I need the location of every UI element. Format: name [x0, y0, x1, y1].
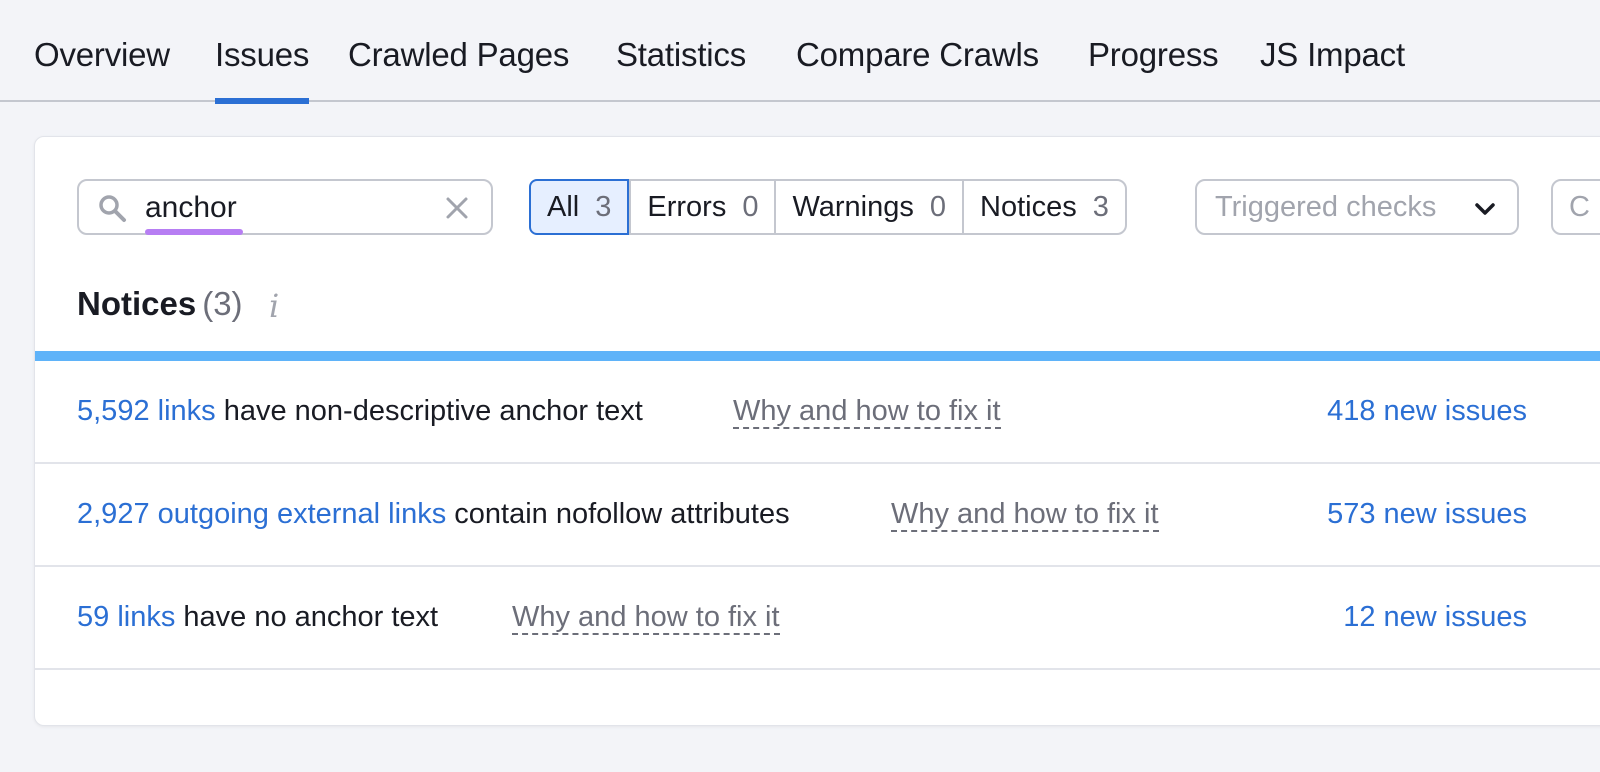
new-issues-link[interactable]: 12 new issues	[1343, 601, 1527, 633]
issues-card: anchor All 3 Errors 0 Warnings 0 Notices…	[34, 136, 1600, 726]
search-value[interactable]: anchor	[145, 191, 237, 224]
tab-js-impact[interactable]: JS Impact	[1260, 36, 1405, 73]
severity-filter: All 3 Errors 0 Warnings 0 Notices 3	[529, 179, 1127, 235]
search-input[interactable]: anchor	[77, 179, 493, 235]
filter-warnings[interactable]: Warnings 0	[774, 181, 962, 233]
section-count: (3)	[202, 285, 243, 322]
tab-overview[interactable]: Overview	[34, 36, 170, 73]
tab-progress[interactable]: Progress	[1088, 36, 1219, 73]
triggered-checks-placeholder: Triggered checks	[1215, 191, 1437, 223]
filter-errors[interactable]: Errors 0	[629, 181, 774, 233]
tab-issues[interactable]: Issues	[215, 36, 309, 104]
category-dropdown[interactable]: C	[1551, 179, 1600, 235]
chevron-down-icon	[1475, 203, 1495, 215]
tab-crawled-pages[interactable]: Crawled Pages	[348, 36, 570, 73]
issue-description: have no anchor text	[175, 601, 439, 633]
issue-text: 5,592 links have non-descriptive anchor …	[77, 395, 643, 428]
filter-errors-label: Errors	[647, 190, 727, 223]
filter-warnings-count: 0	[929, 190, 947, 223]
issue-row: 5,592 links have non-descriptive anchor …	[35, 361, 1600, 464]
issue-row: 59 links have no anchor text Why and how…	[35, 567, 1600, 670]
filter-all[interactable]: All 3	[529, 179, 630, 235]
notice-severity-bar	[35, 351, 1600, 361]
issue-description: contain nofollow attributes	[446, 498, 790, 530]
issue-link[interactable]: 2,927 outgoing external links	[77, 498, 447, 530]
filter-all-label: All	[547, 190, 580, 223]
filter-errors-count: 0	[742, 190, 759, 223]
info-icon[interactable]: i	[269, 287, 280, 325]
issue-link[interactable]: 5,592 links	[77, 395, 216, 427]
new-issues-link[interactable]: 418 new issues	[1327, 395, 1527, 427]
filter-all-count: 3	[595, 190, 612, 223]
tab-compare-crawls[interactable]: Compare Crawls	[796, 36, 1039, 73]
search-icon	[99, 195, 126, 222]
category-dropdown-placeholder: C	[1569, 191, 1590, 223]
filter-notices-label: Notices	[980, 190, 1077, 223]
top-tab-bar: Overview Issues Crawled Pages Statistics…	[0, 0, 1600, 104]
issue-text: 59 links have no anchor text	[77, 601, 438, 634]
why-fix-link[interactable]: Why and how to fix it	[512, 601, 780, 635]
new-issues-link[interactable]: 573 new issues	[1327, 498, 1527, 530]
section-title-label: Notices	[77, 285, 197, 322]
issue-row: 2,927 outgoing external links contain no…	[35, 464, 1600, 567]
issue-description: have non-descriptive anchor text	[215, 395, 643, 427]
issue-text: 2,927 outgoing external links contain no…	[77, 498, 790, 531]
close-icon[interactable]	[443, 194, 471, 222]
triggered-checks-dropdown[interactable]: Triggered checks	[1195, 179, 1519, 235]
why-fix-link[interactable]: Why and how to fix it	[733, 395, 1001, 429]
search-highlight	[145, 229, 243, 235]
filter-notices[interactable]: Notices 3	[962, 181, 1125, 233]
filter-notices-count: 3	[1092, 190, 1109, 223]
tab-statistics[interactable]: Statistics	[616, 36, 747, 73]
section-title: Notices(3)	[77, 285, 243, 323]
filter-warnings-label: Warnings	[792, 190, 914, 223]
why-fix-link[interactable]: Why and how to fix it	[891, 498, 1159, 532]
issue-link[interactable]: 59 links	[77, 601, 176, 633]
